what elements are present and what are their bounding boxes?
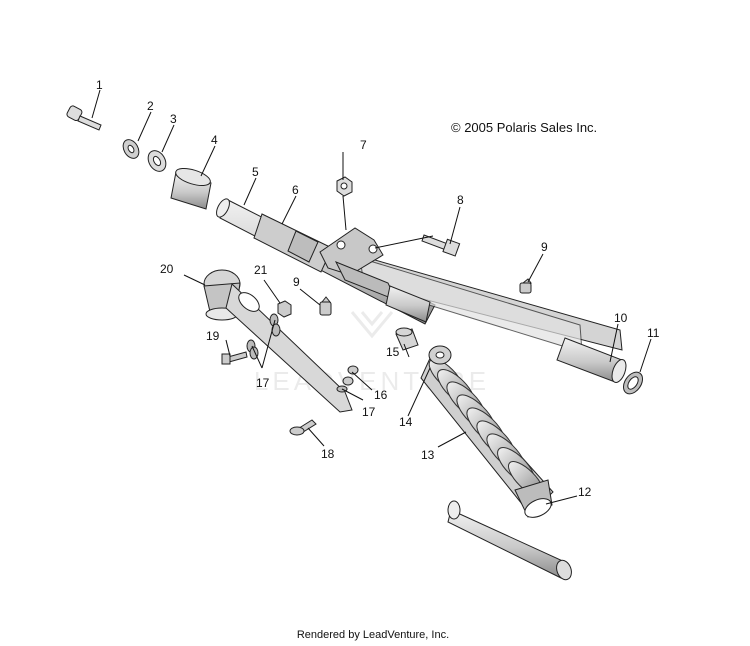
footer-credit: Rendered by LeadVenture, Inc. [0, 629, 750, 641]
part-13-shock-absorber [420, 355, 554, 518]
part-12-shaft [447, 500, 572, 581]
callout-20: 20 [160, 262, 174, 276]
callout-6: 6 [292, 183, 299, 197]
callout-9a: 9 [541, 240, 548, 254]
callout-17b: 17 [362, 405, 376, 419]
callout-labels: 1 2 3 4 5 6 7 8 9 9 10 11 12 13 14 15 16… [96, 78, 660, 499]
part-10-arm-tube [339, 249, 627, 383]
callout-11: 11 [647, 326, 660, 340]
callout-8: 8 [457, 193, 464, 207]
part-2-washer [122, 139, 140, 159]
callout-4: 4 [211, 133, 218, 147]
copyright-notice: © 2005 Polaris Sales Inc. [451, 120, 598, 135]
callout-5: 5 [252, 165, 259, 179]
part-17-washers-a [269, 313, 281, 337]
part-19-bolt [221, 351, 248, 365]
callout-21: 21 [254, 263, 268, 277]
callout-17a: 17 [256, 376, 270, 390]
callout-3: 3 [170, 112, 177, 126]
callout-13: 13 [421, 448, 435, 462]
callout-15: 15 [386, 345, 400, 359]
part-4-bushing [170, 167, 212, 210]
part-21-nut [277, 300, 292, 318]
part-7-bracket [319, 227, 431, 323]
part-18-bolt [289, 419, 317, 436]
callout-16: 16 [374, 388, 388, 402]
callout-12: 12 [578, 485, 592, 499]
leader-lines [91, 89, 652, 505]
footer-text: Rendered by LeadVenture, Inc. [296, 629, 450, 641]
part-20-bracket [203, 269, 353, 413]
part-3-washer [147, 150, 167, 172]
callout-19: 19 [206, 329, 220, 343]
callout-14: 14 [399, 415, 413, 429]
part-7-nut [336, 176, 353, 197]
part-15-spacer [395, 327, 419, 351]
part-14-shock-eye [428, 345, 452, 365]
part-16-nuts [342, 365, 359, 386]
callout-18: 18 [321, 447, 335, 461]
callout-9b: 9 [293, 275, 300, 289]
part-1-bolt [66, 105, 102, 131]
callout-10: 10 [614, 311, 628, 325]
part-8-bolt [421, 234, 461, 257]
part-9-fitting-a [519, 278, 532, 294]
callout-2: 2 [147, 99, 154, 113]
callout-1: 1 [96, 78, 103, 92]
callout-7: 7 [360, 138, 367, 152]
part-9-fitting-b [319, 296, 332, 316]
part-11-ring [622, 371, 644, 395]
